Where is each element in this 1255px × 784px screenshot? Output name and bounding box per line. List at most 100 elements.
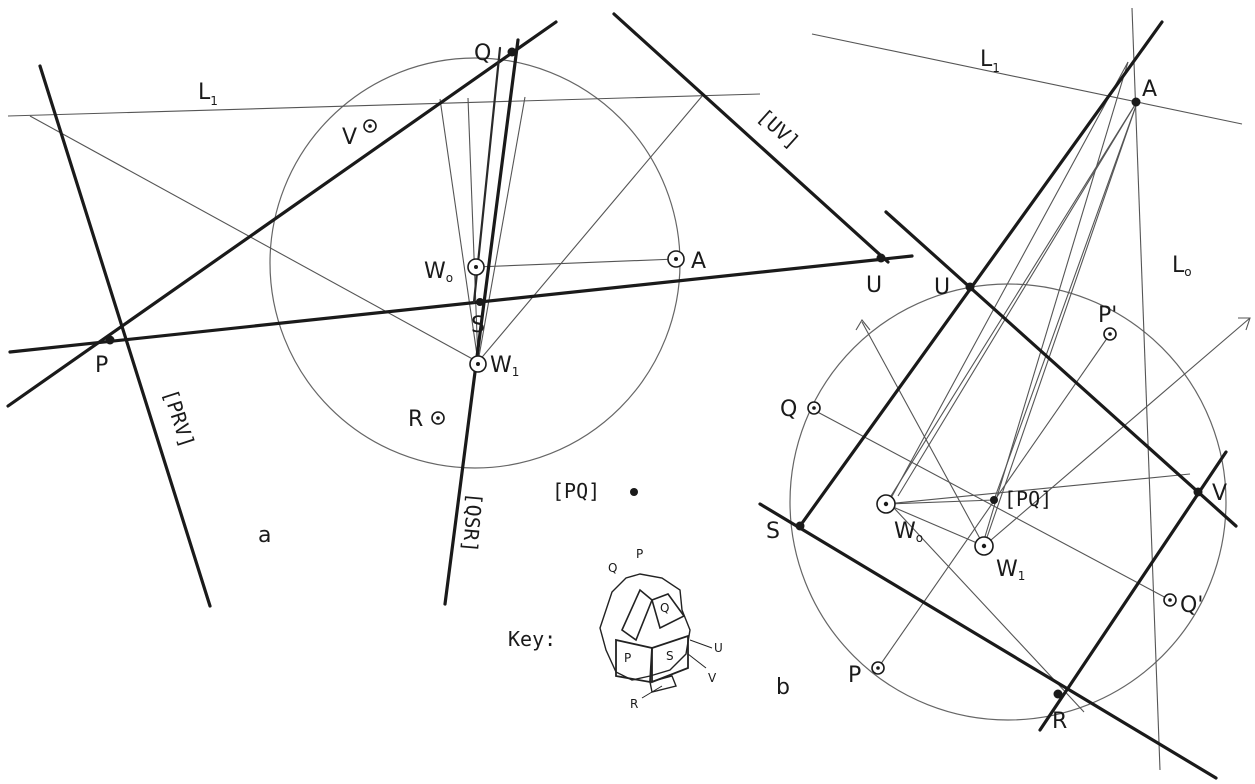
panel-b-ring-P — [871, 661, 885, 675]
panel-a-construction-1 — [29, 115, 479, 363]
panel-b-line-L0 — [1131, 7, 1161, 771]
panel-a: Q P U S A V R Wo W1 L1 [UV] [PRV] [QSR] … — [6, 12, 914, 608]
panel-b-label-Qp: Q' — [1180, 593, 1203, 618]
panel-a-line-W0-A — [475, 258, 677, 268]
key-face-S — [651, 634, 689, 684]
panel-a-ring-V — [363, 119, 377, 133]
panel-b-label-L0: Lo — [1172, 253, 1192, 279]
panel-b: A U V S R Q P P' Q' Wo W1 [PQ] L1 Lo b — [758, 7, 1251, 780]
key-face-Q — [621, 588, 653, 642]
panel-a-point-PQ — [630, 488, 638, 496]
panel-a-line-L1 — [7, 93, 761, 117]
panel-b-point-A — [1131, 97, 1141, 107]
panel-a-ring-A — [667, 250, 685, 268]
panel-a-label-W0: Wo — [424, 259, 453, 285]
panel-a-point-Q — [507, 47, 517, 57]
panel-a-label: a — [258, 523, 271, 548]
panel-b-line-W0-PQ — [885, 499, 995, 505]
panel-a-line-UV — [612, 12, 890, 264]
panel-a-label-QSR: [QSR] — [458, 492, 487, 554]
panel-b-point-V — [1193, 487, 1203, 497]
panel-b-label-R: R — [1052, 709, 1067, 734]
panel-b-point-U — [965, 282, 975, 292]
panel-b-fan-5 — [889, 61, 1129, 501]
key-label-Q: Q — [608, 561, 617, 575]
panel-a-construction-5 — [477, 96, 526, 363]
panel-b-label-U: U — [934, 275, 950, 300]
panel-a-construction-3 — [439, 98, 479, 363]
panel-b-fan-3 — [983, 99, 1139, 547]
key-figure: Key: Q P Q P S U V R — [508, 547, 723, 711]
panel-b-label: b — [776, 675, 790, 700]
panel-b-ring-W1 — [974, 536, 994, 556]
panel-b-line-RV — [1038, 450, 1228, 732]
panel-a-label-P: P — [95, 353, 108, 378]
panel-b-ring-W0 — [876, 494, 896, 514]
key-pointer-V — [687, 653, 707, 669]
key-label-R: R — [630, 697, 638, 711]
panel-a-point-U — [876, 253, 886, 263]
panel-b-ring-Q — [807, 401, 821, 415]
panel-b-arrow-2 — [983, 317, 1251, 547]
panel-a-label-V: V — [342, 125, 357, 150]
panel-a-label-U: U — [866, 273, 882, 298]
panel-b-fan-1 — [885, 99, 1139, 505]
key-pointer-U — [689, 639, 713, 649]
panel-b-label-PQ: [PQ] — [1004, 487, 1052, 511]
panel-a-construction-4 — [467, 97, 479, 363]
key-label-P: P — [636, 547, 643, 561]
key-label-Q2: Q — [660, 601, 669, 615]
panel-a-label-PQ: [PQ] — [552, 479, 600, 503]
panel-b-line-SR — [758, 502, 1218, 780]
panel-a-point-P — [105, 335, 115, 345]
panel-a-line-QSR — [443, 38, 520, 606]
key-label-U: U — [714, 641, 723, 655]
key-outline — [599, 573, 691, 681]
panel-b-line-SA — [798, 20, 1164, 528]
panel-b-line-Q-Qp — [809, 407, 1171, 601]
panel-b-fan-4 — [993, 99, 1139, 501]
panel-a-label-W1: W1 — [490, 353, 519, 379]
panel-b-line-W0-right — [885, 473, 1191, 505]
key-pointer-R — [641, 685, 663, 699]
panel-b-label-W0: Wo — [894, 519, 923, 545]
key-face-Q2 — [651, 593, 686, 630]
panel-b-line-UV — [884, 210, 1238, 528]
panel-a-label-S: S — [471, 313, 485, 338]
key-label-S: S — [666, 649, 674, 663]
panel-a-label-A: A — [691, 249, 706, 274]
panel-b-ring-Qp — [1163, 593, 1177, 607]
panel-b-label-V: V — [1212, 481, 1227, 506]
key-face-R — [649, 675, 677, 693]
panel-b-label-W1: W1 — [996, 557, 1025, 583]
panel-b-fan-6 — [983, 61, 1129, 541]
panel-b-arrowhead-2 — [1238, 317, 1251, 331]
panel-b-arrowhead-1 — [855, 319, 871, 331]
panel-a-label-L1: L1 — [198, 80, 218, 108]
panel-b-label-Pp: P' — [1098, 303, 1117, 328]
key-label-Pf: P — [624, 651, 631, 665]
panel-a-point-S — [476, 298, 484, 306]
panel-a-ring-R — [431, 411, 445, 425]
panel-b-arrow-1 — [861, 321, 985, 547]
panel-b-ring-Pp — [1103, 327, 1117, 341]
panel-a-label-R: R — [408, 407, 423, 432]
key-face-P — [615, 638, 653, 684]
panel-b-label-L1: L1 — [980, 47, 1000, 75]
panel-b-line-L1 — [811, 33, 1243, 125]
panel-a-ring-W1 — [469, 355, 487, 373]
panel-b-label-P: P — [848, 663, 861, 688]
panel-a-line-PRV — [38, 64, 212, 608]
panel-b-fan-2 — [897, 99, 1139, 497]
panel-b-circle — [789, 283, 1227, 721]
panel-a-line-PU — [8, 254, 914, 354]
panel-a-ring-W0 — [467, 258, 485, 276]
panel-b-label-A: A — [1142, 77, 1157, 102]
panel-a-label-Q: Q — [474, 41, 491, 66]
panel-a-construction-2 — [477, 94, 704, 363]
panel-b-label-S: S — [766, 519, 780, 544]
panel-b-point-S — [795, 521, 805, 531]
key-label-V: V — [708, 671, 717, 685]
panel-a-line-PQ — [6, 20, 558, 408]
